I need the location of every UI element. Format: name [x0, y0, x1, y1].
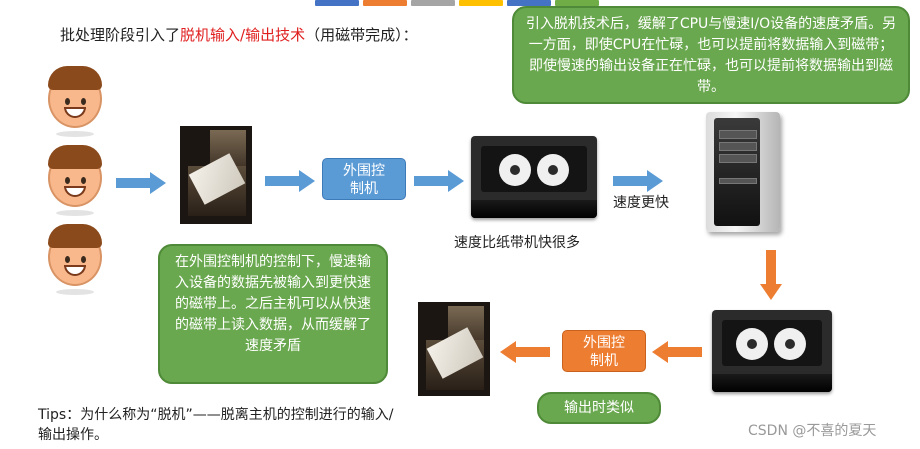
- input-peripheral-controller: 外围控制机: [322, 158, 406, 200]
- strip-orange: [363, 0, 407, 6]
- tape-reel-icon: [736, 328, 768, 360]
- callout-offline-benefit-text: 引入脱机技术后，缓解了CPU与慢速I/O设备的速度矛盾。另一方面，即使CPU在忙…: [525, 16, 897, 95]
- title-suffix: （用磁带完成）：: [305, 26, 418, 44]
- tape-speed-label: 速度比纸带机快很多: [454, 235, 580, 251]
- tape-drive-1: [471, 136, 597, 218]
- arrow-left-icon: [652, 341, 702, 363]
- title-highlight: 脱机输入/输出技术: [180, 26, 306, 44]
- callout-output-similar-text: 输出时类似: [564, 400, 634, 416]
- strip-gray: [411, 0, 455, 6]
- faster-label: 速度更快: [613, 195, 669, 211]
- tape-reel-icon: [774, 328, 806, 360]
- callout-offline-benefit: 引入脱机技术后，缓解了CPU与慢速I/O设备的速度矛盾。另一方面，即使CPU在忙…: [487, 6, 910, 104]
- arrow-left-icon: [500, 341, 550, 363]
- strip-yellow: [459, 0, 503, 6]
- tape-drive-2: [712, 310, 832, 392]
- tape-reel-icon: [537, 154, 569, 186]
- tips-text: Tips：为什么称为“脱机”——脱离主机的控制进行的输入/输出操作。: [38, 407, 394, 443]
- host-computer-image: [706, 112, 780, 232]
- arrow-right-icon: [116, 172, 166, 194]
- paper-tape-output-image: [418, 302, 490, 396]
- callout-input-explanation-text: 在外围控制机的控制下，慢速输入设备的数据先被输入到更快速的磁带上。之后主机可以从…: [175, 254, 371, 354]
- paper-tape-reader-image: [180, 126, 252, 224]
- title-prefix: 批处理阶段引入了: [60, 26, 181, 44]
- strip-blue: [315, 0, 359, 6]
- callout-output-similar: 输出时类似: [537, 376, 661, 424]
- arrow-right-icon: [414, 170, 464, 192]
- output-controller-label: 外围控制机: [583, 335, 625, 369]
- strip-blue2: [507, 0, 551, 6]
- page-title: 批处理阶段引入了脱机输入/输出技术（用磁带完成）：: [60, 24, 418, 45]
- strip-green: [555, 0, 599, 6]
- output-peripheral-controller: 外围控制机: [562, 330, 646, 372]
- watermark: CSDN @不喜的夏天: [748, 423, 877, 439]
- callout-input-explanation: 在外围控制机的控制下，慢速输入设备的数据先被输入到更快速的磁带上。之后主机可以从…: [158, 215, 388, 384]
- arrow-right-icon: [613, 170, 663, 192]
- arrow-right-icon: [265, 170, 315, 192]
- input-controller-label: 外围控制机: [343, 163, 385, 197]
- tape-reel-icon: [499, 154, 531, 186]
- arrow-down-icon: [760, 250, 782, 300]
